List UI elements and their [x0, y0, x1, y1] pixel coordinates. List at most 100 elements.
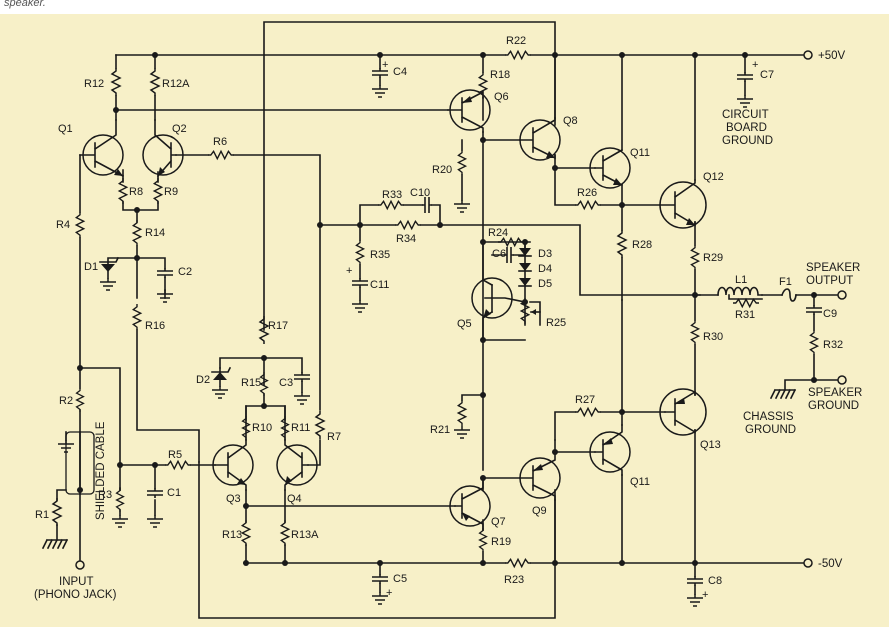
transistors: [79, 89, 707, 531]
plus50-terminal: [803, 50, 813, 60]
r31: [732, 298, 760, 308]
chassis-ground-symbol: [769, 388, 797, 400]
label-q5: Q5: [457, 318, 472, 330]
ground-r3: [111, 514, 129, 528]
speaker-output-terminal: [837, 290, 847, 300]
label-c4: C4: [393, 66, 407, 78]
d1: [99, 256, 120, 279]
label-r12: R12: [84, 78, 104, 90]
label-r35: R35: [370, 249, 390, 261]
diodes: [99, 248, 532, 387]
label-speaker-output-1: SPEAKER: [806, 262, 860, 274]
r6: [207, 150, 235, 160]
label-chassis-ground-2: GROUND: [745, 424, 796, 436]
label-d4: D4: [538, 263, 552, 275]
ground-c4: [371, 84, 389, 98]
label-q1: Q1: [58, 123, 73, 135]
label-c5: C5: [393, 573, 407, 585]
r2: [75, 387, 85, 413]
label-d5: D5: [538, 278, 552, 290]
q6: [447, 89, 491, 133]
label-r32: R32: [823, 339, 843, 351]
ground-c11: [351, 299, 369, 313]
q7: [449, 479, 491, 531]
r34: [394, 220, 422, 230]
label-q3: Q3: [226, 493, 241, 505]
label-c1: C1: [167, 487, 181, 499]
label-r28: R28: [632, 239, 652, 251]
label-c3: C3: [279, 377, 293, 389]
r28: [617, 229, 627, 259]
label-r29: R29: [703, 252, 723, 264]
ground-c3: [293, 391, 311, 405]
label-r3: R3: [98, 489, 112, 501]
label-r24: R24: [488, 227, 508, 239]
label-r7: R7: [327, 431, 341, 443]
label-l1: L1: [735, 274, 747, 286]
c2: [156, 267, 174, 279]
minus50-terminal: [803, 558, 813, 568]
c10: [421, 196, 433, 214]
label-c11-plus: +: [346, 265, 352, 277]
r23: [504, 558, 532, 568]
r29: [690, 244, 700, 271]
c1: [146, 487, 164, 499]
label-r20: R20: [432, 164, 452, 176]
r16: [132, 303, 142, 331]
label-r14: R14: [145, 227, 165, 239]
label-c2: C2: [178, 266, 192, 278]
ground-c1: [146, 514, 164, 528]
ground-d2: [211, 385, 229, 399]
label-f1: F1: [779, 276, 792, 288]
label-r15: R15: [241, 377, 261, 389]
r20: [457, 149, 467, 176]
grounds: [41, 84, 797, 607]
label-d3: D3: [538, 248, 552, 260]
label-plus50: +50V: [818, 50, 846, 62]
c5: [371, 573, 389, 585]
speaker-ground-terminal: [837, 375, 847, 385]
header-text: speaker.: [4, 0, 46, 9]
label-speaker-ground-2: GROUND: [808, 400, 859, 412]
page-header-fragment: speaker.: [0, 0, 889, 14]
label-r4: R4: [56, 219, 70, 231]
label-cbg-1: CIRCUIT: [722, 109, 769, 121]
r7: [315, 410, 325, 440]
r12a: [150, 67, 160, 97]
label-r5: R5: [168, 449, 182, 461]
label-q7: Q7: [491, 516, 506, 528]
label-q8: Q8: [563, 115, 578, 127]
label-r31: R31: [735, 309, 755, 321]
ground-r1-chassis: [41, 538, 69, 550]
label-r13a: R13A: [291, 529, 319, 541]
c3: [293, 371, 311, 383]
q8: [519, 117, 561, 161]
l1-coil: [717, 286, 763, 296]
r30: [690, 319, 700, 346]
r1: [52, 497, 62, 527]
label-chassis-ground-1: CHASSIS: [743, 411, 794, 423]
label-r17: R17: [268, 320, 288, 332]
r19: [478, 527, 488, 553]
label-r11: R11: [291, 422, 310, 434]
c7: [736, 71, 754, 83]
label-r18: R18: [490, 69, 510, 81]
label-r9: R9: [164, 186, 178, 198]
label-r26: R26: [577, 187, 597, 199]
label-input-1: INPUT: [59, 576, 94, 588]
ground-c8: [686, 593, 704, 607]
label-r34: R34: [396, 233, 416, 245]
label-r8: R8: [129, 186, 143, 198]
label-speaker-ground-1: SPEAKER: [808, 387, 862, 399]
label-c9: C9: [823, 308, 837, 320]
label-q11b: Q11: [630, 476, 650, 488]
r3: [115, 487, 125, 513]
r26: [574, 200, 602, 210]
q13: [659, 388, 707, 436]
ground-d1: [99, 277, 117, 291]
labels: +50V -50V R12 R12A Q1 Q2 R6 R8 R9 R4 R14…: [34, 35, 862, 601]
q5: [471, 277, 526, 341]
label-q6: Q6: [494, 91, 509, 103]
